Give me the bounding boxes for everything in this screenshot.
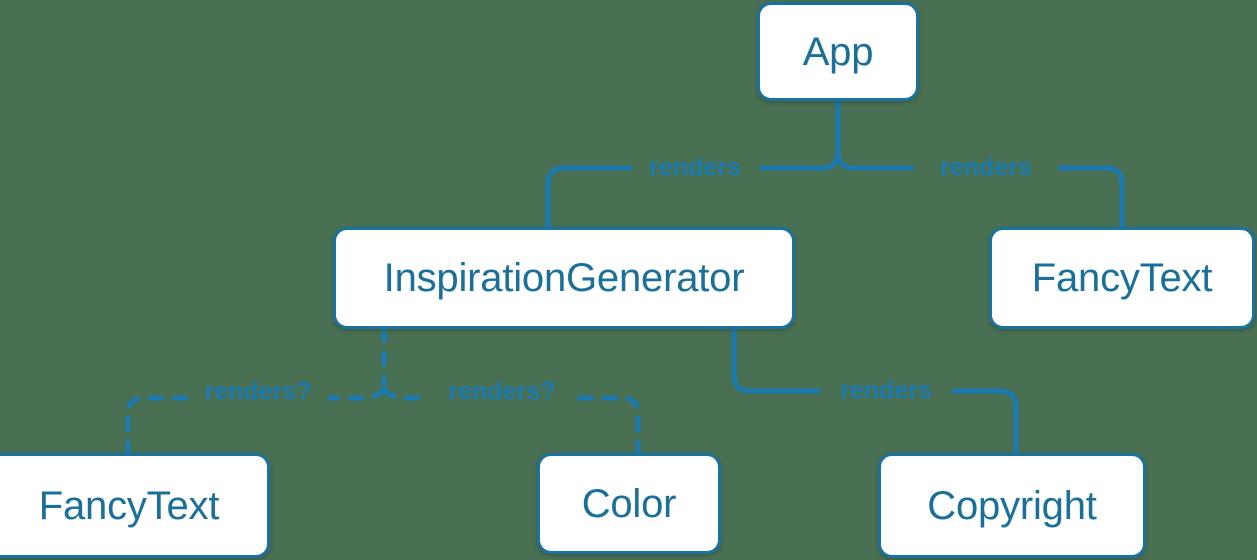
node-inspiration-generator-label: InspirationGenerator [383, 256, 745, 300]
node-copyright[interactable]: Copyright [878, 453, 1146, 558]
node-color-label: Color [581, 481, 677, 526]
node-fancytext-right-label: FancyText [1031, 256, 1213, 300]
edge-label-inspgen-fancyleft: renders? [204, 377, 312, 406]
edge-inspgen-fancyleft-left-segment [125, 395, 189, 458]
edge-app-inspgen-left-segment [545, 165, 633, 232]
edge-inspgen-copyright-left-segment [731, 326, 821, 394]
edge-app-inspgen-right-segment [759, 149, 841, 171]
edge-inspgen-color-right-segment [577, 395, 641, 458]
node-app[interactable]: App [757, 2, 919, 101]
node-fancytext-left-label: FancyText [38, 483, 220, 528]
node-fancytext-left[interactable]: FancyText [0, 453, 270, 558]
edge-label-app-fancyright: renders [940, 153, 1032, 182]
edge-inspgen-copyright-right-segment [951, 388, 1019, 458]
edge-inspgen-color-left-segment [381, 387, 427, 401]
edge-app-fancyright-left-segment [835, 149, 915, 171]
edge-label-inspgen-copyright: renders [840, 376, 932, 405]
node-app-label: App [802, 29, 874, 74]
node-inspiration-generator[interactable]: InspirationGenerator [333, 227, 795, 329]
edge-inspgen-fancyleft-right-segment [327, 387, 387, 401]
edge-label-inspgen-color: renders? [448, 377, 556, 406]
edge-app-fancyright-right-segment [1057, 165, 1125, 232]
node-fancytext-right[interactable]: FancyText [989, 227, 1255, 329]
node-copyright-label: Copyright [927, 483, 1097, 528]
edge-label-app-inspgen: renders [649, 153, 741, 182]
node-color[interactable]: Color [537, 453, 721, 554]
